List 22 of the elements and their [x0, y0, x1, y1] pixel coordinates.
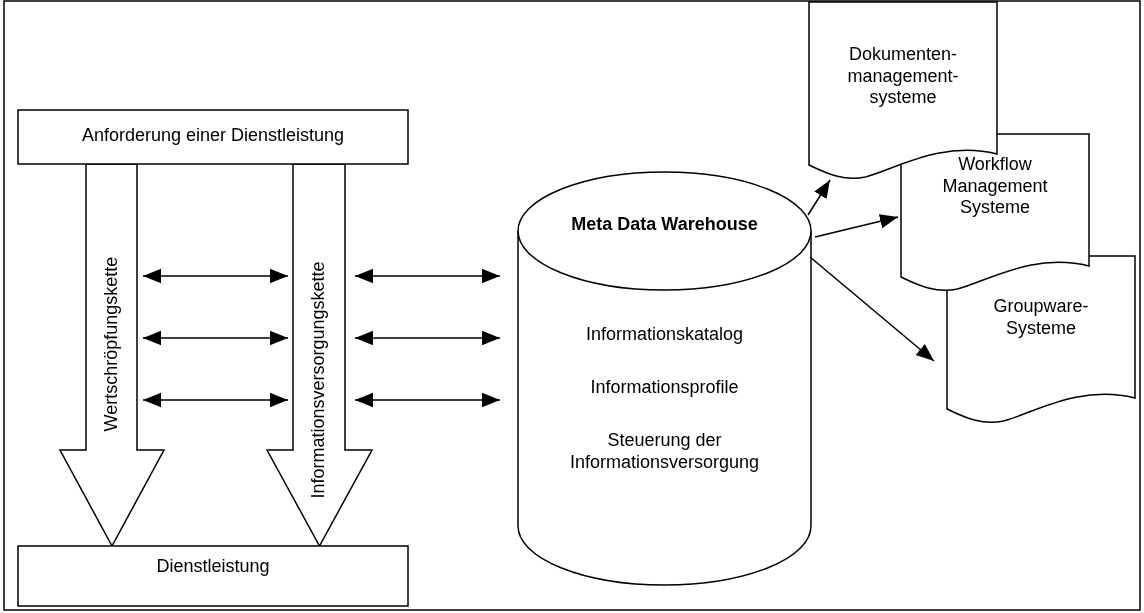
- block-arrow: [265, 163, 374, 548]
- node-label: Anforderung einer Dienstleistung: [80, 125, 346, 147]
- double-arrow: [142, 330, 289, 346]
- arrow: [814, 214, 899, 238]
- double-arrow: [354, 392, 501, 408]
- double-arrow: [354, 330, 501, 346]
- node-label: Groupware-Systeme: [992, 296, 1090, 340]
- node-label: Dienstleistung: [155, 556, 271, 578]
- node-label: Dokumenten-management-systeme: [846, 44, 960, 109]
- node-label: Informationskatalog: [584, 324, 745, 346]
- arrow: [807, 179, 831, 216]
- arrow: [809, 256, 935, 362]
- chain-label: Informationsversorgungskette: [308, 261, 330, 499]
- database-title: Meta Data Warehouse: [570, 214, 759, 236]
- node-label: Steuerung der Informationsversorgung: [568, 430, 761, 474]
- node-label: Informationsprofile: [589, 377, 740, 399]
- chain-label: Wertschröpfungskette: [101, 256, 123, 432]
- double-arrow: [354, 268, 501, 284]
- double-arrow: [142, 268, 289, 284]
- double-arrow: [142, 392, 289, 408]
- block-arrow: [58, 163, 166, 548]
- node-label: Workflow Management Systeme: [941, 154, 1049, 219]
